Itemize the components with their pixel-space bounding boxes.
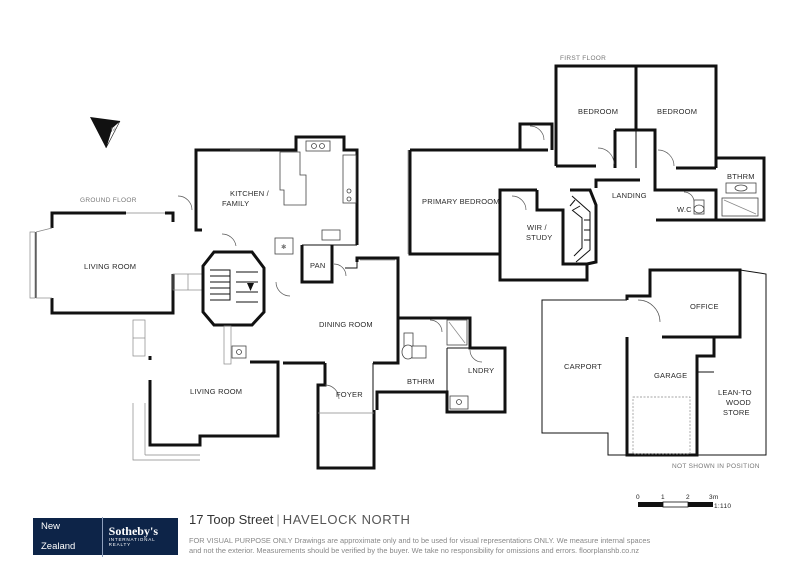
- laundry-label: LNDRY: [468, 366, 494, 375]
- living-room-west: [29, 211, 175, 315]
- bedroom-2-label: BEDROOM: [657, 107, 697, 116]
- leanto-label-2: WOOD: [726, 398, 751, 407]
- pantry: [300, 229, 357, 284]
- dining-room: [275, 256, 400, 365]
- listing-title: 17 Toop Street|HAVELOCK NORTH: [189, 512, 411, 527]
- bathroom-first-label: BTHRM: [727, 172, 755, 181]
- office-label: OFFICE: [690, 302, 719, 311]
- disclaimer-line-2: and not the exterior. Measurements shoul…: [189, 546, 640, 555]
- primary-bedroom: [407, 122, 554, 256]
- carport: [541, 299, 627, 456]
- wir-study: [498, 190, 589, 282]
- scale-tick-1: 1: [661, 494, 665, 501]
- garage-label: GARAGE: [654, 371, 687, 380]
- garage: [625, 335, 716, 457]
- foyer-label: FOYER: [336, 390, 363, 399]
- leanto-label-1: LEAN-TO: [718, 388, 752, 397]
- kitchen-family: ✱: [177, 135, 359, 255]
- brand-wordmark: Sotheby's INTERNATIONAL REALTY: [103, 525, 178, 547]
- carport-label: CARPORT: [564, 362, 602, 371]
- svg-text:✱: ✱: [281, 243, 287, 251]
- brand-region: New Zealand: [33, 516, 103, 557]
- bathroom-laundry-block: [375, 316, 507, 414]
- kitchen-label-1: KITCHEN /: [230, 189, 270, 198]
- bedroom-1-label: BEDROOM: [578, 107, 618, 116]
- first-floor-plan: [407, 64, 766, 282]
- ground-floor-plan: ✱: [29, 135, 507, 470]
- patio-doors: [132, 273, 204, 357]
- scale-tick-3: 3m: [709, 494, 719, 501]
- ground-stairs: [201, 250, 266, 365]
- foyer: [316, 363, 376, 470]
- primary-bedroom-label: PRIMARY BEDROOM: [422, 197, 500, 206]
- bathroom-ground-label: BTHRM: [407, 377, 435, 386]
- wc-label: W.C: [677, 205, 692, 214]
- scale-ratio: 1:110: [714, 503, 731, 510]
- pantry-label: PAN: [310, 261, 325, 270]
- floor-plan: N: [29, 55, 767, 510]
- wir-label-1: WIR /: [527, 223, 547, 232]
- outbuildings: [541, 268, 767, 457]
- bedrooms: [554, 64, 718, 170]
- brand-logo: New Zealand Sotheby's INTERNATIONAL REAL…: [33, 516, 178, 557]
- brand-sub: INTERNATIONAL REALTY: [108, 537, 156, 547]
- wc-bathroom: [680, 156, 766, 222]
- kitchen-label-2: FAMILY: [222, 199, 249, 208]
- wir-label-2: STUDY: [526, 233, 552, 242]
- scale-tick-2: 2: [686, 494, 690, 501]
- dining-room-label: DINING ROOM: [319, 320, 373, 329]
- scale-tick-0: 0: [636, 494, 640, 501]
- living-room-west-label: LIVING ROOM: [84, 262, 136, 271]
- office: [625, 268, 742, 339]
- lean-to-wood-store: [697, 269, 767, 456]
- street-address: 17 Toop Street: [189, 512, 274, 527]
- first-floor-stairs: [569, 188, 598, 266]
- title-separator: |: [276, 512, 280, 527]
- leanto-label-3: STORE: [723, 408, 750, 417]
- landing-label: LANDING: [612, 191, 647, 200]
- living-room-south: [132, 345, 280, 461]
- brand-name: Sotheby's: [108, 524, 158, 539]
- disclaimer-line-1: FOR VISUAL PURPOSE ONLY Drawings are app…: [189, 536, 651, 545]
- first-floor-label: FIRST FLOOR: [560, 55, 606, 62]
- ground-floor-label: GROUND FLOOR: [80, 197, 137, 204]
- suburb: HAVELOCK NORTH: [282, 512, 411, 527]
- compass-label: N: [111, 127, 116, 134]
- compass-icon: N: [90, 117, 121, 149]
- disclaimer: FOR VISUAL PURPOSE ONLY Drawings are app…: [189, 536, 759, 556]
- scale-bar: 0 1 2 3m 1:110: [636, 494, 731, 510]
- living-room-south-label: LIVING ROOM: [190, 387, 242, 396]
- not-shown-note: NOT SHOWN IN POSITION: [672, 463, 760, 470]
